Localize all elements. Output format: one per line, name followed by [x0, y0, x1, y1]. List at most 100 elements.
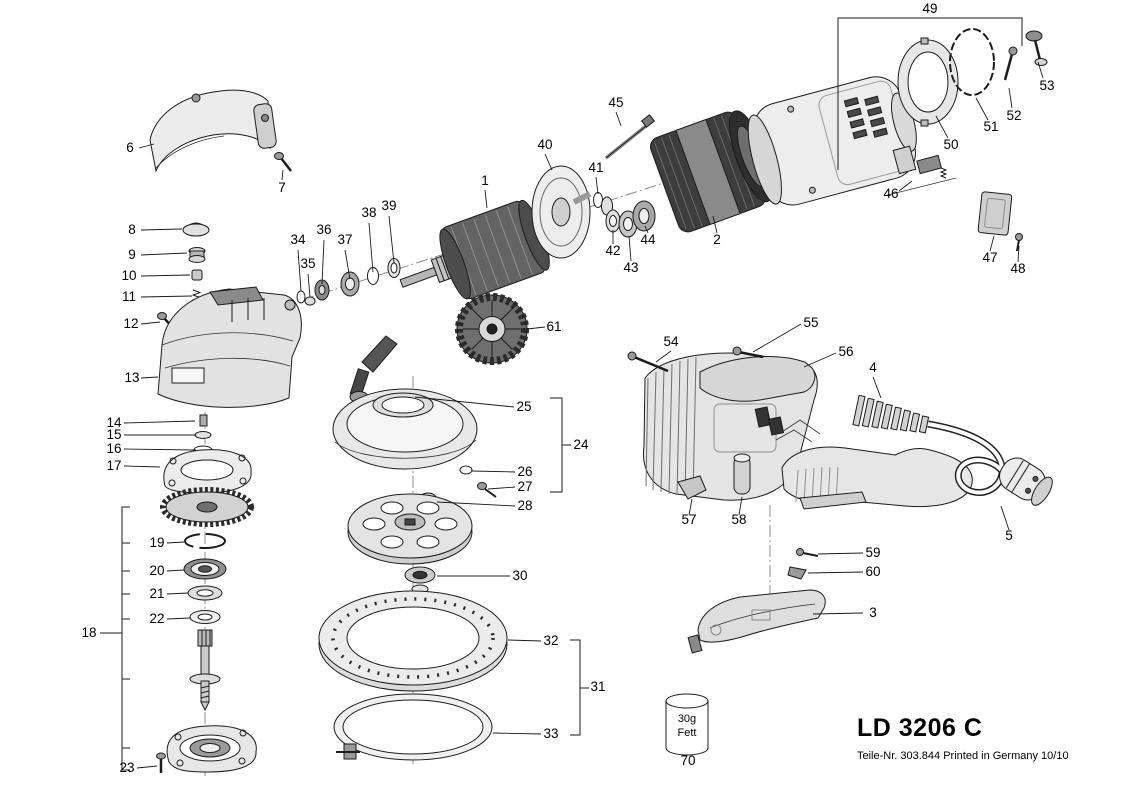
part-label-54: 54 [663, 334, 679, 349]
part-label-61: 61 [546, 319, 561, 334]
part-label-70: 70 [680, 753, 695, 768]
part-label-16: 16 [106, 441, 121, 456]
part-label-10: 10 [121, 268, 136, 283]
armature-bearing-parts [593, 192, 656, 238]
grease-amount-label: 30g [678, 713, 696, 725]
leader-line-17 [123, 465, 161, 468]
leader-line-1 [484, 189, 488, 209]
leader-line-20 [166, 569, 185, 572]
baffle-disc [531, 165, 592, 259]
clamp-band [333, 693, 493, 761]
part-label-52: 52 [1006, 108, 1021, 123]
switch-lever [687, 589, 826, 654]
leader-line-52 [1008, 87, 1013, 109]
leader-line-16 [123, 448, 197, 451]
grease-type-label: Fett [678, 727, 697, 739]
armature [399, 199, 580, 300]
leader-line-22 [166, 617, 191, 620]
cover-screw [274, 152, 292, 172]
leader-line-55 [752, 323, 802, 353]
leader-line-39 [388, 215, 395, 264]
part-label-42: 42 [605, 243, 620, 258]
part-label-8: 8 [128, 222, 136, 237]
cord-clamp [677, 475, 707, 500]
leader-line-13 [140, 376, 159, 379]
part-label-50: 50 [943, 137, 958, 152]
part-label-31: 31 [590, 679, 605, 694]
part-label-27: 27 [517, 479, 532, 494]
pinion-bearing-parts [296, 258, 401, 306]
leader-line-12 [140, 321, 161, 325]
motor-housing [747, 76, 917, 206]
title-block: LD 3206 C Teile-Nr. 303.844 Printed in G… [857, 714, 1119, 762]
part-label-56: 56 [838, 344, 853, 359]
backing-flange [347, 493, 473, 594]
part-label-37: 37 [337, 232, 352, 247]
part-label-19: 19 [149, 535, 164, 550]
fan-wheel [455, 293, 529, 365]
leader-line-14 [123, 420, 196, 424]
carbon-brush-holder [883, 145, 957, 197]
part-label-41: 41 [588, 160, 603, 175]
part-label-17: 17 [106, 458, 121, 473]
leader-line-10 [140, 274, 191, 277]
leader-line-47 [989, 235, 995, 252]
leader-line-5 [1000, 505, 1010, 531]
bracket-49 [837, 17, 1023, 170]
part-label-7: 7 [278, 180, 286, 195]
leader-line-2 [712, 215, 718, 234]
part-label-14: 14 [106, 415, 122, 430]
leader-line-34 [297, 249, 302, 292]
wheel-guard [332, 335, 478, 470]
part-label-6: 6 [126, 140, 134, 155]
leader-line-23 [136, 765, 158, 769]
leader-line-7 [281, 169, 284, 181]
part-label-1: 1 [481, 173, 489, 188]
part-label-46: 46 [883, 186, 898, 201]
part-label-13: 13 [124, 370, 139, 385]
gear-housing [157, 286, 302, 408]
leader-line-60 [807, 571, 864, 574]
part-label-12: 12 [123, 316, 138, 331]
model-number: LD 3206 C [857, 714, 983, 742]
leader-line-4 [872, 376, 882, 399]
part-label-3: 3 [869, 605, 877, 620]
leader-line-56 [803, 352, 837, 368]
part-label-2: 2 [713, 232, 721, 247]
leader-line-28 [436, 501, 516, 507]
part-label-36: 36 [316, 222, 331, 237]
part-label-20: 20 [149, 563, 164, 578]
part-number-footer: Teile-Nr. 303.844 Printed in Germany 10/… [857, 750, 1069, 762]
part-label-23: 23 [119, 760, 134, 775]
leader-line-45 [615, 111, 622, 127]
leader-line-19 [166, 541, 185, 544]
part-label-34: 34 [290, 232, 306, 247]
part-label-58: 58 [731, 512, 746, 527]
leader-line-48 [1017, 245, 1020, 263]
clamp-ring [318, 590, 508, 692]
leader-line-54 [655, 350, 672, 363]
leader-line-21 [166, 592, 189, 595]
leader-line-61 [526, 326, 546, 330]
part-label-26: 26 [517, 464, 532, 479]
leader-line-3 [812, 612, 864, 615]
leader-line-37 [344, 249, 351, 280]
capacitor [733, 453, 751, 495]
leader-line-44 [644, 225, 649, 234]
leader-line-36 [321, 239, 325, 285]
spindle-parts-column [160, 414, 254, 712]
leader-line-57 [688, 498, 693, 516]
part-label-38: 38 [361, 205, 376, 220]
bearing-flange [156, 725, 257, 773]
cover-plate [977, 191, 1023, 252]
stator [649, 110, 774, 233]
part-label-4: 4 [869, 360, 877, 375]
handle-housing [643, 352, 821, 501]
part-label-11: 11 [122, 289, 136, 304]
part-label-33: 33 [543, 726, 558, 741]
part-label-43: 43 [623, 260, 638, 275]
part-label-53: 53 [1039, 78, 1054, 93]
leader-line-32 [507, 639, 542, 642]
